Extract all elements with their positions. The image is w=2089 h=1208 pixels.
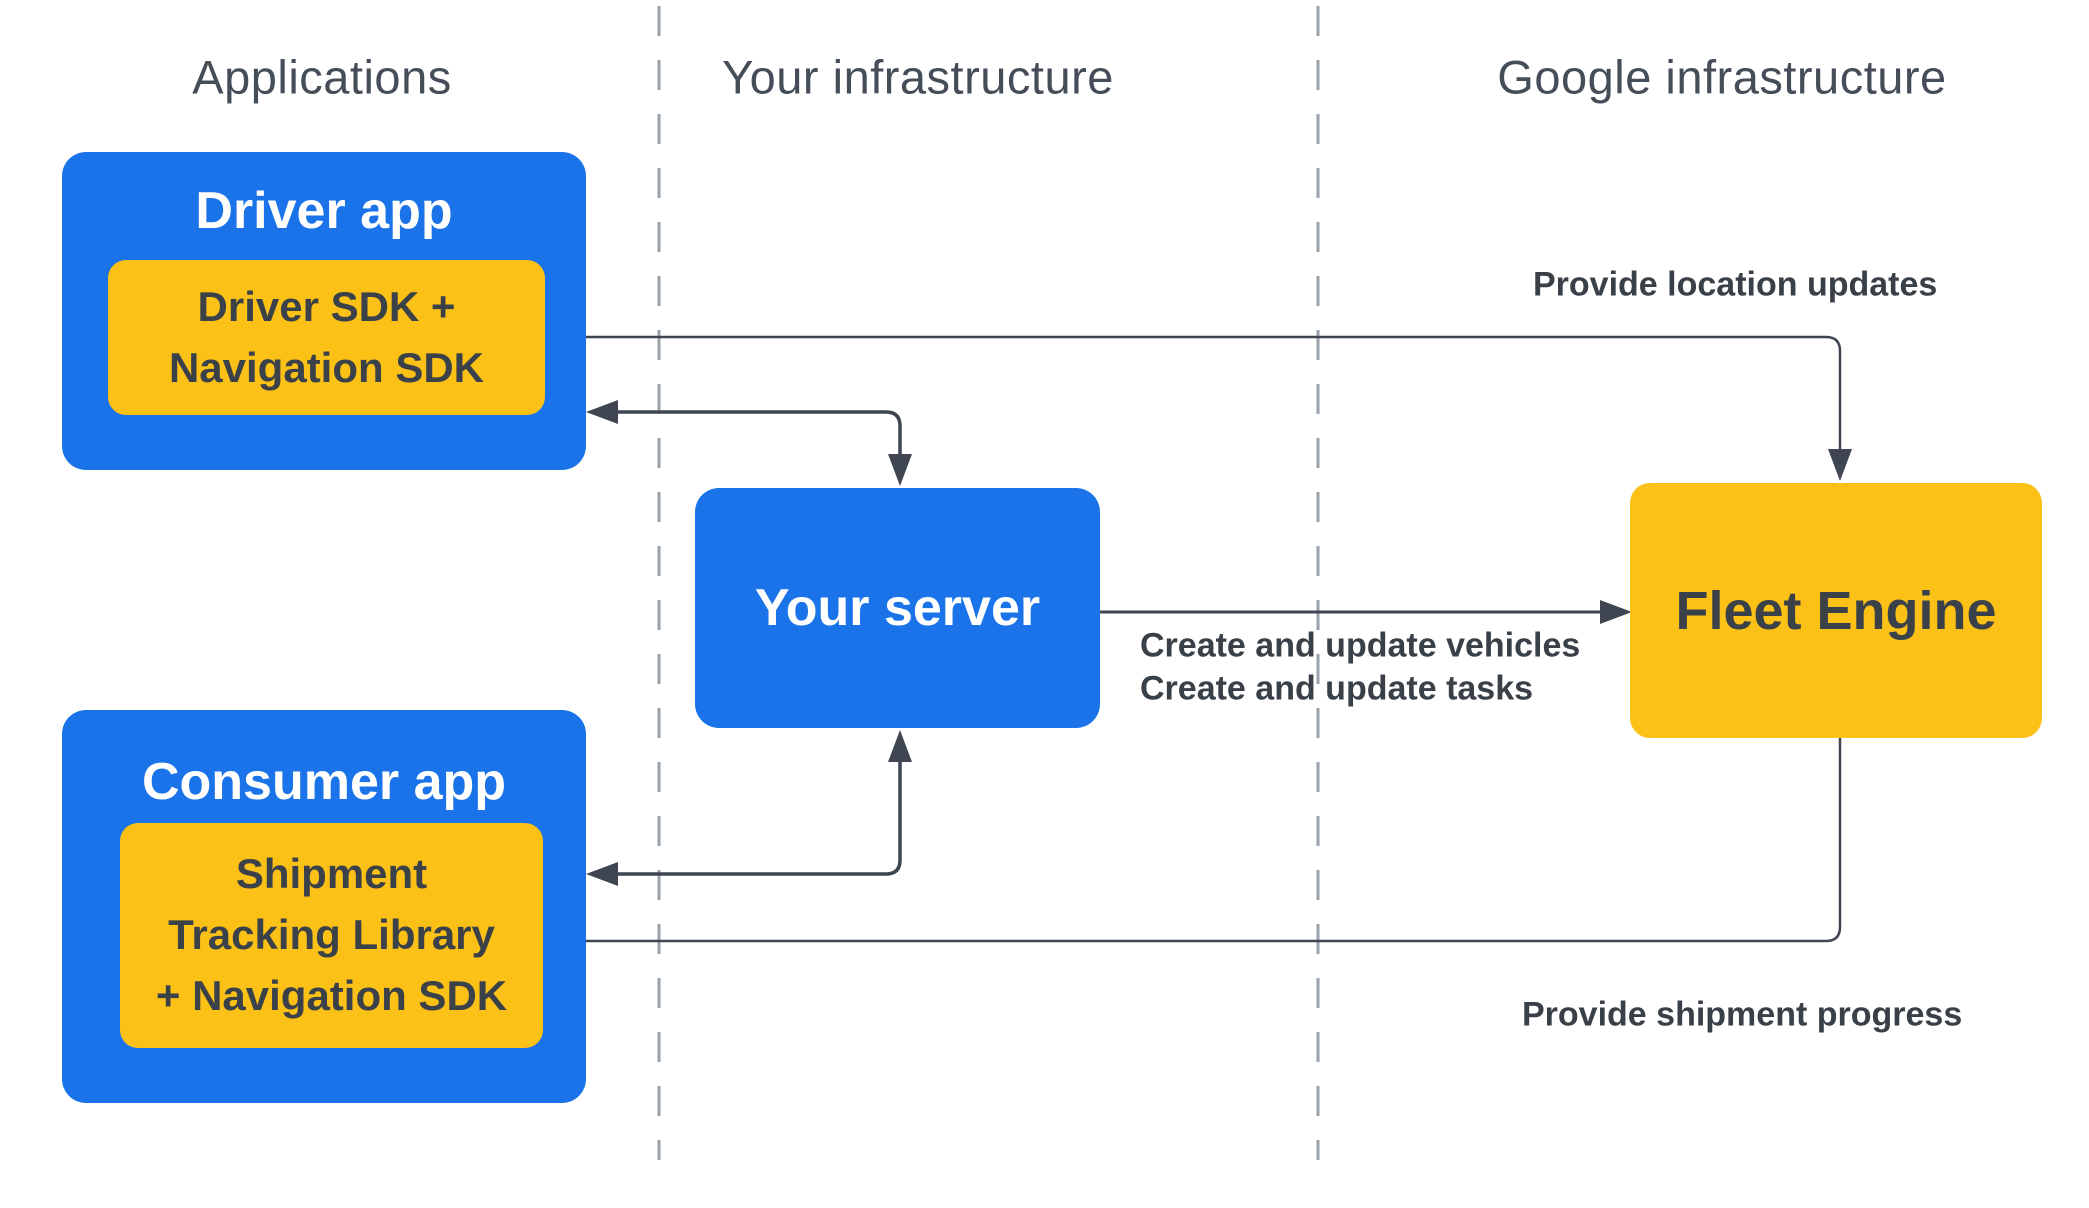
edge-shipment-progress bbox=[573, 738, 1842, 943]
shipment-tracking-library-box: Shipment Tracking Library + Navigation S… bbox=[120, 823, 543, 1048]
arrowhead-into-server-bottom bbox=[888, 730, 912, 762]
driver-app-box: Driver app Driver SDK + Navigation SDK bbox=[62, 152, 586, 470]
fleet-engine-box: Fleet Engine bbox=[1630, 483, 2042, 738]
column-header-google-infrastructure: Google infrastructure bbox=[1497, 50, 1947, 104]
column-header-applications: Applications bbox=[192, 50, 452, 104]
edge-location-updates bbox=[577, 335, 1842, 450]
driver-sdk-label-line2: Navigation SDK bbox=[168, 343, 485, 391]
shipment-library-label-line3: + Navigation SDK bbox=[155, 971, 508, 1019]
consumer-app-box: Consumer app Shipment Tracking Library +… bbox=[62, 710, 586, 1103]
shipment-library-label-line1: Shipment bbox=[235, 850, 428, 898]
arrowhead-into-fleet-engine-left bbox=[1600, 600, 1632, 624]
edge-driver-server bbox=[616, 410, 902, 454]
consumer-app-title: Consumer app bbox=[141, 753, 507, 811]
arrowhead-into-consumer-app bbox=[586, 862, 618, 886]
your-server-box: Your server bbox=[695, 488, 1100, 728]
shipment-library-label-line2: Tracking Library bbox=[168, 911, 495, 959]
edge-server-consumer bbox=[616, 760, 902, 876]
label-create-update-vehicles: Create and update vehicles bbox=[1140, 626, 1581, 665]
arrowhead-into-driver-app bbox=[586, 400, 618, 424]
label-provide-shipment-progress: Provide shipment progress bbox=[1522, 995, 1963, 1034]
column-header-your-infrastructure: Your infrastructure bbox=[722, 50, 1114, 104]
arrowhead-into-server-top bbox=[888, 454, 912, 486]
arrowhead-into-fleet-engine-top bbox=[1828, 449, 1852, 481]
label-create-update-tasks: Create and update tasks bbox=[1140, 669, 1534, 708]
fleet-engine-title: Fleet Engine bbox=[1675, 580, 1997, 641]
your-server-title: Your server bbox=[754, 579, 1041, 637]
driver-sdk-box: Driver SDK + Navigation SDK bbox=[108, 260, 545, 415]
driver-app-title: Driver app bbox=[195, 182, 453, 240]
driver-sdk-label-line1: Driver SDK + bbox=[197, 282, 456, 330]
label-provide-location-updates: Provide location updates bbox=[1533, 265, 1938, 304]
